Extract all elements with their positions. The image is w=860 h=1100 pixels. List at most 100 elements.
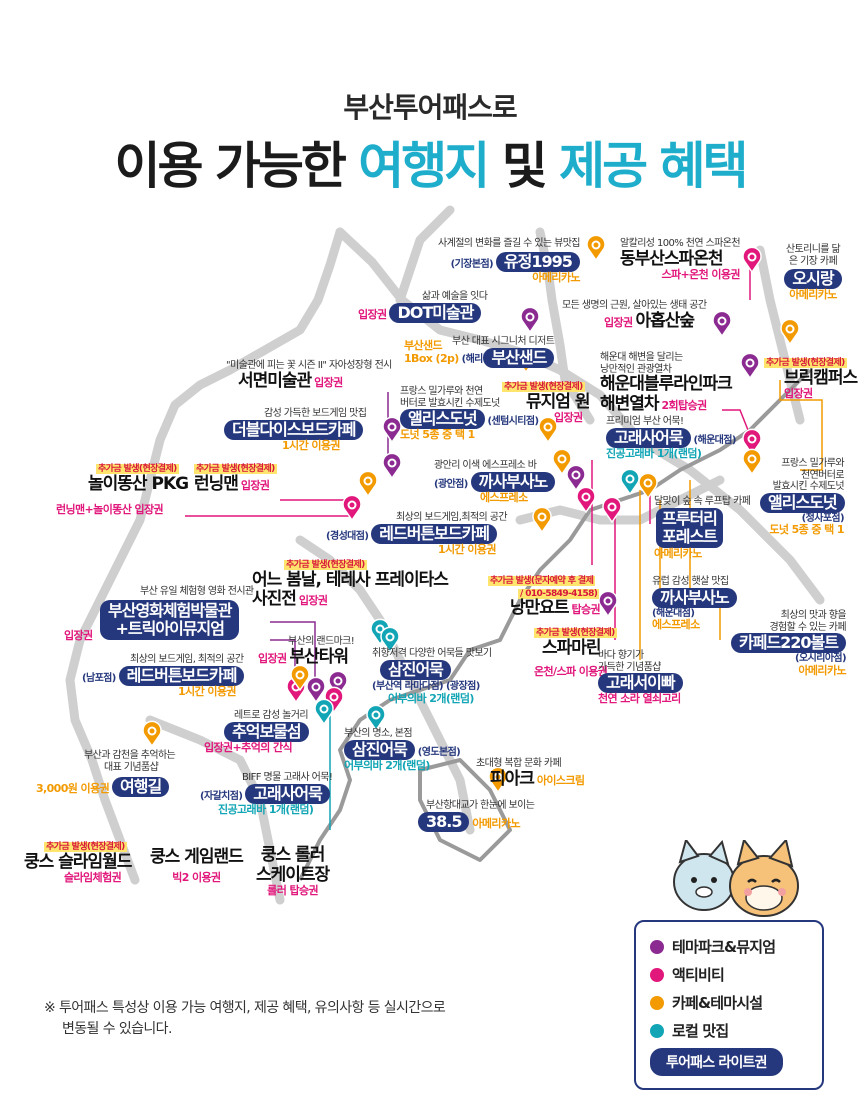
theme-park-marker-icon[interactable]: [382, 416, 402, 444]
poi-pre: 입장권: [64, 629, 93, 642]
poi-desc: BIFF 명물 고래사 어묵!: [242, 772, 333, 783]
poi-game-land[interactable]: 쿵스 게임랜드 빅2 이용권: [150, 847, 244, 884]
poi-desc: 알칼리성 100% 천연 스파온천: [620, 238, 741, 249]
theme-park-marker-icon[interactable]: [328, 670, 348, 698]
poi-benefit: 도넛 5종 중 택 1: [769, 523, 844, 537]
poi-spamarine[interactable]: 추가금 발생(현장결제) 스파마린 온천/스파 이용권: [534, 626, 617, 679]
poi-redbutton-kyungsung[interactable]: 최상의 보드게임,최적의 공간 (경성대점) 레드버튼보드카페 1시간 이용권: [326, 512, 508, 557]
poi-slime-world[interactable]: 추가금 발생(현장결제) 쿵스 슬라임월드 슬라임체험권: [24, 840, 132, 885]
cafe-marker-icon[interactable]: [552, 448, 572, 476]
poi-peak[interactable]: 초대형 복합 문화 카페 피아크 아이스크림: [476, 758, 585, 789]
poi-brick-campus[interactable]: 추가금 발생(현장결제) 브릭캠퍼스 입장권: [764, 356, 858, 401]
poi-nolitong-pkg[interactable]: 추가금 발생(현장결제) 놀이똥산 PKG 런닝맨+놀이똥산 입장권: [56, 462, 189, 517]
poi-chueok-island[interactable]: 레트로 감성 놀거리 추억보물섬 입장권+추억의 간식: [204, 710, 309, 755]
theme-park-marker-icon[interactable]: [382, 452, 402, 480]
poi-desc: 산토리니를 닮은 기장 카페: [785, 244, 841, 267]
poi-benefit: 롤러 탑승권: [267, 884, 319, 898]
poi-goraesa-haeundae[interactable]: 프리미엄 부산 어묵! 고래사어묵 (해운대점) 진공고래바 1개(랜덤): [606, 416, 736, 461]
poi-desc: 부산 대표 시그니처 디저트: [452, 336, 555, 347]
poi-alice-centum[interactable]: 프랑스 밀가루와 천연 버터로 발효시킨 수제도넛 앨리스도넛 (센텀시티점) …: [400, 386, 539, 442]
cafe-marker-icon[interactable]: [358, 470, 378, 498]
poi-name: 아홉산숲: [635, 310, 695, 331]
poi-busan-tower[interactable]: 부산의 랜드마크! 입장권 부산타워: [258, 636, 355, 667]
poi-name: 고래서이빠: [598, 673, 683, 694]
poi-name: 스파마린: [542, 637, 602, 658]
poi-385[interactable]: 부산항대교가 한눈에 보이는 38.5 아메리카노: [418, 800, 535, 832]
poi-samjin-yeongdo[interactable]: 부산의 명소, 본점 삼진어묵 (영도본점) 어부의바 2개(랜덤): [344, 728, 461, 773]
cafe-marker-icon[interactable]: [638, 472, 658, 500]
cafe-marker-icon[interactable]: [780, 318, 800, 346]
theme-park-marker-icon[interactable]: [740, 352, 760, 380]
poi-fruttery-forest[interactable]: 달맞이 숲 속 루프탑 카페 프루터리 포레스트 아메리카노: [654, 496, 751, 561]
poi-goraesseo[interactable]: 바다 향기가 가득한 기념품샵 고래서이빠 천연 소라 열쇠고리: [598, 650, 683, 706]
poi-yujeong[interactable]: 사계절의 변화를 즐길 수 있는 뷰맛집 (기장본점) 유정1995 아메리카노: [438, 238, 581, 285]
theme-park-marker-icon[interactable]: [598, 590, 618, 618]
poi-desc: 유럽 감성 햇살 맛집: [652, 576, 729, 587]
poi-running-man[interactable]: 추가금 발생(현장결제) 런닝맨 입장권: [194, 462, 277, 494]
poi-desc-2: 가득한 기념품샵: [598, 661, 661, 673]
cafe-marker-icon[interactable]: [488, 766, 508, 794]
poi-desc-2: 낭만적인 관광열차: [600, 363, 672, 375]
local-food-marker-icon[interactable]: [620, 468, 640, 496]
poi-name: 낭만요트: [510, 598, 570, 619]
poi-kasa-haeundae[interactable]: 유럽 감성 햇살 맛집 까사부사노 (해운대점) 에스프레소: [652, 576, 737, 632]
poi-pre: 3,000원 이용권: [36, 782, 110, 795]
poi-desc: 최상의 보드게임,최적의 공간: [396, 512, 508, 523]
poi-name-2: 스케이트장: [256, 864, 330, 885]
local-food-marker-icon[interactable]: [380, 626, 400, 654]
activity-marker-icon[interactable]: [742, 428, 762, 456]
poi-desc: 바다 향기가: [598, 650, 644, 661]
activity-marker-icon[interactable]: [742, 246, 762, 274]
poi-benefit: 1Box (2p): [404, 351, 459, 365]
poi-museum-one[interactable]: 추가금 발생(현장결제) 뮤지엄 원 입장권: [502, 380, 590, 425]
cafe-marker-icon[interactable]: [538, 416, 558, 444]
poi-redbutton-nampo[interactable]: 최상의 보드게임, 최적의 공간 (남포점) 레드버튼보드카페 1시간 이용권: [82, 654, 245, 699]
activity-marker-icon[interactable]: [342, 494, 362, 522]
poi-dot-museum[interactable]: 삶과 예술을 잇다 입장권 DOT미술관: [358, 291, 488, 323]
poi-name: 여행길: [112, 777, 170, 798]
poi-dongbusan-spa[interactable]: 알칼리성 100% 천연 스파온천 동부산스파온천 스파+온천 이용권: [620, 238, 741, 282]
poi-haeundae-blueline[interactable]: 해운대 해변을 달리는 낭만적인 관광열차 해운대블루라인파크 해변열차 2회탑…: [600, 352, 733, 414]
poi-roller-rink[interactable]: 쿵스 롤러 스케이트장 롤러 탑승권: [256, 845, 330, 898]
local-food-marker-icon[interactable]: [314, 698, 334, 726]
poi-samjin-gwangjang[interactable]: 취향저격 다양한 어묵들 맛보기 삼진어묵 (부산역 라마다점) (광장점) 어…: [372, 648, 492, 705]
poi-pre: 입장권: [258, 651, 287, 665]
poi-alice-cheongsa[interactable]: 프랑스 밀가루와 천연버터로 발효시킨 수제도넛 앨리스도넛 (청사포점) 도넛…: [760, 458, 845, 537]
poi-goraesa-jagalchi[interactable]: BIFF 명물 고래사 어묵! (자갈치점) 고래사어묵 진공고래바 1개(랜덤…: [200, 772, 333, 817]
poi-pre: 입장권: [358, 307, 387, 321]
legend-label: 카페&테마시설: [672, 994, 763, 1012]
poi-teresa-photo[interactable]: 추가금 발생(현장결제) 어느 봄날, 테레사 프레이타스 사진전 입장권: [252, 558, 449, 610]
theme-park-marker-icon[interactable]: [566, 464, 586, 492]
activity-marker-icon[interactable]: [576, 486, 596, 514]
poi-name: 놀이똥산 PKG: [88, 473, 189, 494]
poi-desc: 부산의 랜드마크!: [288, 636, 355, 647]
poi-osirang[interactable]: 산토리니를 닮은 기장 카페 오시랑 아메리카노: [782, 244, 844, 302]
cafe-marker-icon[interactable]: [532, 506, 552, 534]
poi-name: 어느 봄날, 테레사 프레이타스: [252, 569, 449, 590]
cafe-marker-icon[interactable]: [142, 720, 162, 748]
poi-branch: (광안점): [434, 478, 468, 490]
poi-film-museum[interactable]: 부산 유일 체험형 영화 전시관 부산영화체험박물관 +트릭아이뮤지엄: [100, 586, 254, 641]
theme-park-marker-icon[interactable]: [306, 676, 326, 704]
poi-ahop-forest[interactable]: 모든 생명의 근원, 살아있는 생태 공간 입장권 아홉산숲: [562, 300, 707, 331]
poi-yeohaenggil[interactable]: 부산과 감천을 추억하는 대표 기념품샵 3,000원 이용권 여행길: [36, 750, 176, 798]
activity-marker-icon[interactable]: [602, 496, 622, 524]
poi-name: 피아크: [490, 768, 535, 789]
poi-name: 삼진어묵: [380, 659, 451, 680]
poi-cafe220volt[interactable]: 최상의 맛과 향을 경험할 수 있는 카페 카페드220볼트 (오시리아점) 아…: [724, 610, 847, 678]
poi-double-dice[interactable]: 감성 가득한 보드게임 맛집 더블다이스보드카페 1시간 이용권: [224, 408, 367, 453]
cafe-marker-icon[interactable]: [586, 234, 606, 262]
local-food-marker-icon[interactable]: [366, 704, 386, 732]
poi-name: 뮤지엄 원: [526, 391, 590, 412]
theme-park-marker-icon[interactable]: [520, 306, 540, 334]
page-title: 이용 가능한 여행지 및 제공 혜택: [0, 126, 860, 198]
poi-kasa-gwangan[interactable]: 광안리 이색 에스프레소 바 (광안점) 까사부사노 에스프레소: [434, 460, 556, 505]
theme-park-marker-icon[interactable]: [712, 310, 732, 338]
legend-label: 로컬 맛집: [672, 1022, 729, 1040]
poi-paid: 추가금 발생(현장결제): [284, 560, 367, 570]
cafe-marker-icon[interactable]: [742, 448, 762, 476]
poi-benefit: 입장권: [784, 387, 813, 401]
poi-seomyeon-museum[interactable]: "미술관에 피는 꽃 시즌 II" 자아성장형 전시 서면미술관 입장권: [226, 360, 392, 391]
cafe-marker-icon[interactable]: [290, 664, 310, 692]
poi-romantic-yacht[interactable]: 추가금 발생(문자예약 후 결제 / 010-5849-4158) 낭만요트 탑…: [488, 574, 601, 619]
